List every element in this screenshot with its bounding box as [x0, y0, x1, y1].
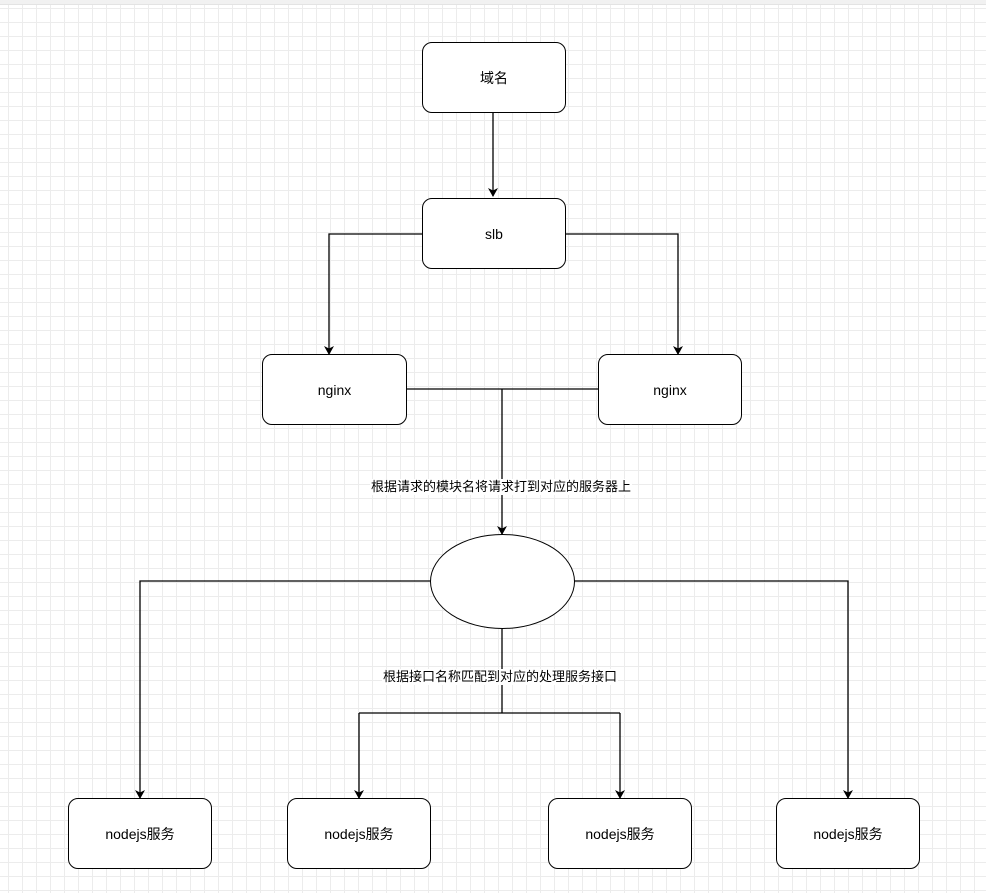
nginx-to-router-label: 根据请求的模块名将请求打到对应的服务器上	[370, 479, 633, 495]
slb-node-label: slb	[485, 225, 503, 242]
service-2-label: nodejs服务	[324, 825, 394, 842]
edge-slb-to-nginx-right	[566, 233, 683, 355]
edge-router-to-service-4	[574, 580, 853, 799]
slb-node[interactable]: slb	[422, 198, 566, 269]
service-4-label: nodejs服务	[813, 825, 883, 842]
router-to-services-label: 根据接口名称匹配到对应的处理服务接口	[382, 669, 619, 685]
service-node-1[interactable]: nodejs服务	[68, 798, 212, 869]
nginx-right-node[interactable]: nginx	[598, 354, 742, 425]
edge-router-to-service-1	[135, 580, 431, 799]
domain-node[interactable]: 域名	[422, 42, 566, 113]
domain-node-label: 域名	[480, 69, 508, 86]
nginx-right-label: nginx	[653, 381, 687, 398]
service-1-label: nodejs服务	[105, 825, 175, 842]
top-border	[0, 0, 986, 5]
edge-slb-to-nginx-left	[324, 233, 422, 355]
service-node-3[interactable]: nodejs服务	[548, 798, 692, 869]
nginx-left-node[interactable]: nginx	[262, 354, 407, 425]
router-ellipse-node[interactable]	[430, 534, 575, 629]
nginx-left-label: nginx	[317, 381, 352, 398]
service-3-label: nodejs服务	[585, 825, 655, 842]
service-node-2[interactable]: nodejs服务	[287, 798, 431, 869]
service-node-4[interactable]: nodejs服务	[776, 798, 920, 869]
